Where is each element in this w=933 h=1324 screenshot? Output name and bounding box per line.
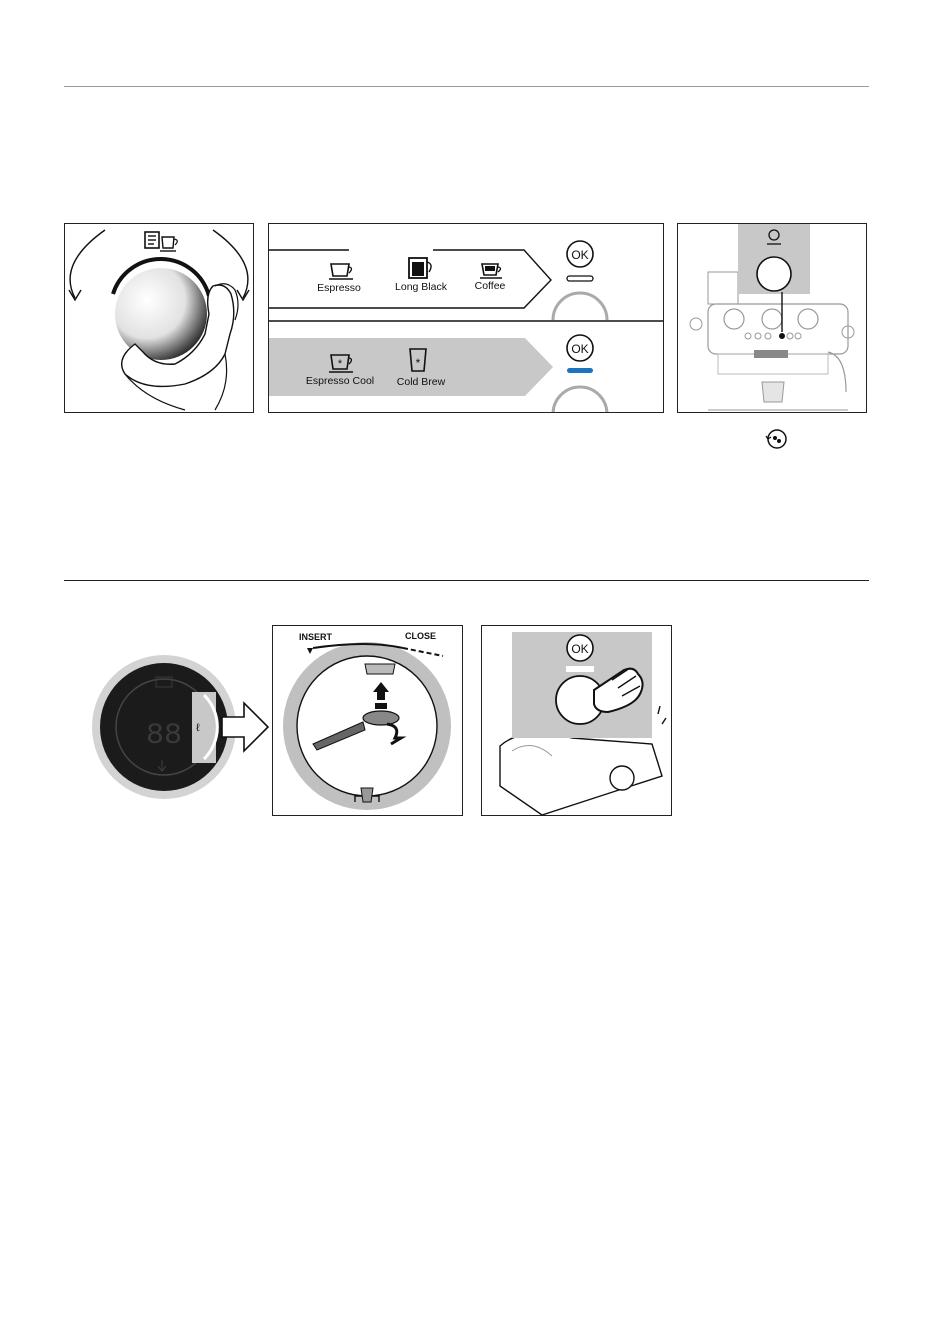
svg-text:ℓ: ℓ <box>196 722 200 734</box>
section-rule <box>64 580 869 581</box>
top-rule <box>64 86 869 87</box>
ok-button-top[interactable]: OK <box>553 241 607 320</box>
close-label: CLOSE <box>405 631 436 641</box>
svg-text:*: * <box>338 358 343 370</box>
menu-panel: Espresso Long Black Coffee OK <box>268 223 664 413</box>
insert-label: INSERT <box>299 632 333 642</box>
svg-text:*: * <box>416 356 421 370</box>
coffee-icon <box>480 264 502 278</box>
press-ok-panel: OK <box>481 625 672 816</box>
display-digits: 88 <box>146 719 182 753</box>
clean-button[interactable] <box>757 257 791 291</box>
dial-panel <box>64 223 254 413</box>
menu-label-long-black: Long Black <box>395 281 448 293</box>
machine-panel <box>677 223 867 413</box>
round-display: 88 ℓ <box>92 655 272 800</box>
menu-label-espresso: Espresso <box>317 282 361 294</box>
svg-text:OK: OK <box>571 642 588 656</box>
clean-cycle-icon <box>765 427 789 451</box>
svg-text:OK: OK <box>571 248 588 262</box>
cup-select-icon <box>145 232 177 251</box>
insert-panel: INSERT CLOSE <box>272 625 463 816</box>
cold-indicator-light <box>567 368 593 373</box>
ok-button-bottom[interactable]: OK <box>553 335 607 412</box>
dial-knob[interactable] <box>115 268 207 360</box>
menu-label-coffee: Coffee <box>475 280 506 292</box>
menu-label-espresso-cool: Espresso Cool <box>306 375 374 387</box>
espresso-icon <box>329 264 353 279</box>
svg-text:OK: OK <box>571 342 588 356</box>
menu-label-cold-brew: Cold Brew <box>397 376 446 388</box>
long-black-icon <box>409 258 431 278</box>
